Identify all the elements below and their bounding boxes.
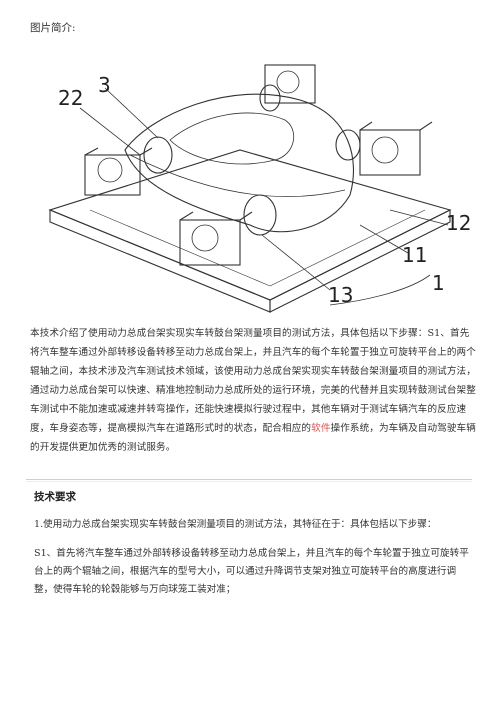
patent-figure: 22 3 12 11 13 1 <box>30 60 480 315</box>
drive-unit-front-left <box>179 211 253 266</box>
test-bench-drawing: 22 3 12 11 13 1 <box>48 64 471 313</box>
callout-22: 22 <box>58 86 83 110</box>
wheel-rear-right <box>259 84 281 112</box>
callout-13: 13 <box>328 283 353 307</box>
car-cabin <box>169 112 294 165</box>
section-title: 技术要求 <box>34 491 76 503</box>
callout-1: 1 <box>432 271 445 295</box>
callout-3: 3 <box>98 73 111 97</box>
claim-heading: 1.使用动力总成台架实现实车转鼓台架测量项目的测试方法，其特征在于：具体包括以下… <box>34 519 437 530</box>
drive-unit-rear-right <box>264 64 316 104</box>
drive-unit-front-right <box>359 121 433 176</box>
platform-side-edge <box>269 209 451 313</box>
drive-unit-rear-left <box>84 147 153 196</box>
step-s1: S1、首先将汽车整车通过外部转移设备转移至动力总成台架上，并且汽车的每个车轮置于… <box>34 548 469 595</box>
callout-12: 12 <box>446 211 471 235</box>
wheel-rear-left <box>143 136 173 174</box>
intro-paragraph: 本技术介绍了使用动力总成台架实现实车转鼓台架测量项目的测试方法，具体包括以下步骤… <box>30 324 476 457</box>
intro-text-end: 操作系统，为车辆及自动驾驶车辆的开发提供更加优秀的测试服务。 <box>30 423 476 453</box>
platform-front-edge <box>49 209 271 313</box>
software-link[interactable]: 软件 <box>311 423 331 434</box>
wheel-front-right <box>335 129 361 161</box>
callout-11: 11 <box>402 243 427 267</box>
wheel-front-left <box>243 194 277 236</box>
section-divider <box>26 479 472 480</box>
intro-text: 本技术介绍了使用动力总成台架实现实车转鼓台架测量项目的测试方法，具体包括以下步骤… <box>30 328 476 434</box>
caption-label: 图片简介: <box>30 22 76 34</box>
section-divider-shadow <box>26 481 472 482</box>
car-body <box>124 93 354 233</box>
